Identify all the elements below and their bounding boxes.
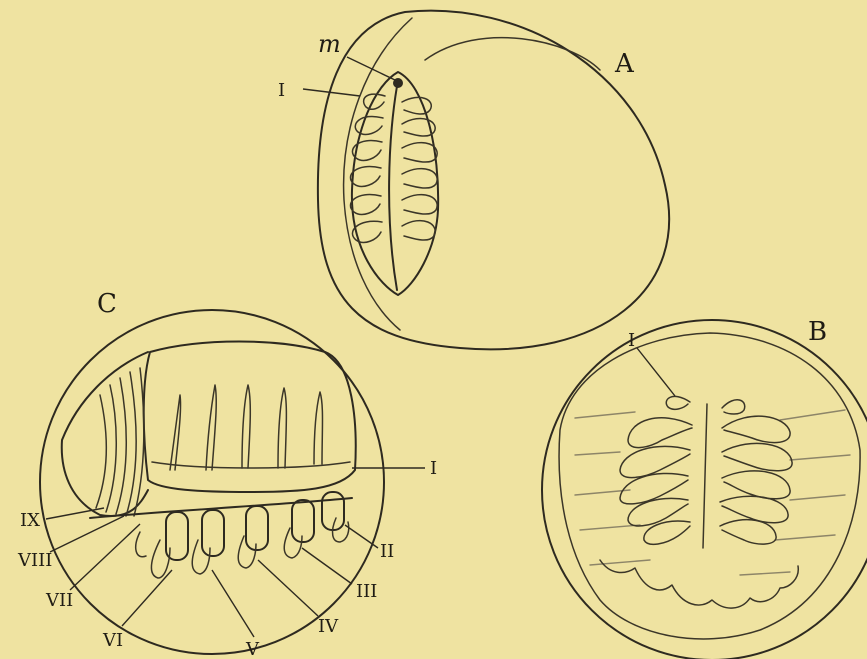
panel-c-fan-stria: [96, 395, 106, 508]
panel-a-right-limb-3: [402, 143, 437, 162]
panel-c-left-fan: [62, 352, 148, 516]
panel-c-fan-stria: [106, 385, 116, 512]
panel-b-left-limb-5: [628, 498, 688, 526]
panel-b-striation: [790, 495, 845, 500]
panel-c-leader-vi: [122, 570, 172, 626]
panel-c: C I II III IV V VI VII VIII IX: [17, 289, 437, 659]
panel-c-limb-iv: [246, 506, 268, 550]
panel-c-dorsal-fold: [314, 392, 323, 464]
panel-c-label-vi: VI: [102, 630, 123, 651]
panel-c-dorsal-folds: [170, 385, 323, 470]
panel-c-letter: C: [97, 289, 117, 319]
panel-a-left-limb-4: [350, 167, 381, 187]
panel-a-right-limb-1: [402, 97, 431, 114]
panel-b-letter: B: [808, 317, 827, 347]
panel-c-appendages: [136, 492, 349, 578]
panel-c-limb-tip: [151, 540, 170, 578]
panel-c-leader-v: [212, 570, 254, 637]
panel-c-limb-tip: [284, 528, 302, 558]
panel-b-striation: [775, 535, 835, 540]
panel-a-left-limb-2: [355, 116, 383, 134]
panel-b-posterior-lobes: [600, 560, 798, 608]
panel-b: B I: [542, 317, 867, 659]
panel-c-limb-tip: [136, 532, 146, 557]
panel-b-right-limb-6: [720, 520, 776, 544]
panel-b-striation: [580, 525, 640, 530]
panel-a: A m I: [278, 11, 669, 350]
panel-b-left-limb-3: [620, 446, 690, 477]
panel-b-left-appendages: [620, 396, 692, 544]
panel-c-dorsal-fold: [278, 388, 286, 468]
panel-c-label-ix: IX: [20, 510, 40, 531]
panel-b-inner-shell: [559, 333, 860, 639]
panel-c-dorsal-block-inner: [152, 462, 350, 468]
panel-c-dorsal-fold: [206, 385, 216, 470]
panel-c-label-v: V: [245, 639, 260, 659]
panel-c-limb-tip: [238, 536, 256, 568]
panel-c-fan-stria: [116, 378, 126, 514]
panel-a-midline-groove: [389, 86, 397, 290]
panel-a-right-limb-6: [402, 221, 435, 240]
panel-c-label-iv: IV: [318, 616, 339, 637]
panel-b-striation: [780, 410, 845, 420]
panel-c-leader-ii: [345, 525, 378, 548]
panel-b-label-i: I: [628, 330, 635, 351]
panel-a-left-limb-5: [350, 195, 381, 215]
panel-b-midline: [703, 404, 707, 548]
panel-b-striations: [575, 410, 850, 575]
panel-b-left-limb-1: [666, 396, 690, 409]
panel-b-right-limb-4: [722, 471, 790, 499]
panel-c-fan-stria: [126, 372, 136, 516]
panel-c-label-viii: VIII: [17, 550, 52, 571]
panel-a-left-appendages: [350, 94, 385, 242]
panel-a-label-i: I: [278, 80, 285, 101]
panel-c-leader-iv: [258, 560, 318, 616]
panel-b-striation: [740, 572, 790, 575]
panel-c-label-vii: VII: [45, 590, 73, 611]
panel-c-label-iii: III: [356, 581, 377, 602]
panel-a-letter: A: [614, 49, 635, 79]
panel-a-leader-i: [303, 89, 360, 96]
panel-b-striation: [575, 452, 620, 455]
panel-c-dorsal-fold: [170, 395, 181, 470]
panel-b-striation: [590, 560, 650, 565]
panel-c-leader-iii: [302, 548, 352, 584]
panel-a-label-m: m: [318, 30, 341, 58]
panel-b-right-limb-2: [722, 416, 790, 442]
panel-b-right-limb-5: [720, 496, 788, 523]
panel-c-leader-vii: [70, 524, 140, 590]
panel-c-outer-shell: [40, 310, 384, 654]
panel-b-right-limb-3: [722, 443, 792, 470]
panel-b-right-limb-1: [722, 400, 745, 414]
panel-a-right-limb-4: [402, 169, 437, 188]
panel-b-right-appendages: [720, 400, 792, 544]
panel-c-left-fan-striae: [96, 368, 144, 516]
panel-c-label-ii: II: [380, 541, 394, 562]
panel-c-limb-v: [202, 510, 224, 556]
panel-c-label-i: I: [430, 458, 437, 479]
panel-c-limb-iii: [292, 500, 314, 542]
panel-c-dorsal-fold: [242, 385, 250, 468]
panel-b-striation: [790, 455, 850, 460]
panel-b-striation: [575, 412, 635, 418]
panel-c-leader-viii: [50, 516, 124, 552]
panel-a-right-appendages: [402, 97, 437, 240]
panel-a-right-limb-5: [402, 195, 437, 214]
panel-b-left-limb-2: [628, 418, 692, 448]
panel-b-leader-i: [637, 348, 675, 396]
panel-a-leader-m: [347, 57, 395, 80]
